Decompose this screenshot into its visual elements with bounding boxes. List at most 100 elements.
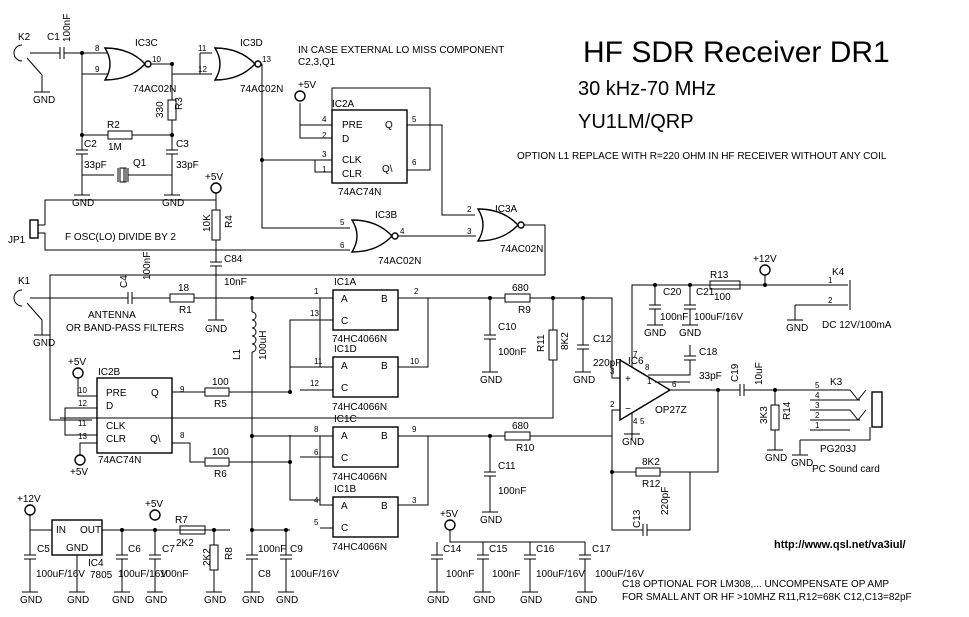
r7-value: 2K2 <box>176 538 194 549</box>
r14-resistor <box>767 390 783 451</box>
pg203j-label: PG203J <box>820 444 856 455</box>
r10-value: 680 <box>512 421 529 432</box>
k4-label: K4 <box>832 267 845 278</box>
svg-text:13: 13 <box>310 309 319 318</box>
note-option-l1: OPTION L1 REPLACE WITH R=220 OHM IN HF R… <box>517 151 887 162</box>
c18-label: C18 <box>699 347 718 358</box>
k1-antenna-connector: K1 GND <box>13 276 128 349</box>
c15-label: C15 <box>489 544 508 555</box>
c21-label: C21 <box>696 287 715 298</box>
svg-text:1: 1 <box>314 287 319 296</box>
svg-text:6: 6 <box>672 380 677 389</box>
c13-capacitor <box>642 472 691 536</box>
ic3c-nor-gate: IC3C 74AC02N 8 9 10 <box>95 38 176 95</box>
author-callsign: YU1LM/QRP <box>578 111 694 133</box>
ic4-part: 7805 <box>90 570 113 581</box>
c9-value: 100uF/16V <box>290 569 339 580</box>
svg-text:2: 2 <box>414 287 419 296</box>
svg-text:9: 9 <box>180 385 185 394</box>
c20-capacitor <box>647 285 663 326</box>
c13-value: 220pF <box>660 487 671 515</box>
gnd-c84: GND <box>205 324 227 335</box>
c1-capacitor <box>59 47 65 59</box>
svg-text:A: A <box>341 294 348 305</box>
gnd-k3: GND <box>791 458 813 469</box>
r5-value: 100 <box>212 377 229 388</box>
svg-text:1: 1 <box>322 165 327 174</box>
gnd-c2: GND <box>72 198 94 209</box>
svg-text:B: B <box>381 361 388 372</box>
svg-text:B: B <box>381 431 388 442</box>
svg-text:IN: IN <box>56 525 66 536</box>
svg-text:C: C <box>341 453 348 464</box>
svg-text:OUT: OUT <box>80 525 101 536</box>
c17-value: 100uF/16V <box>595 569 644 580</box>
ic1c-analog-switch: IC1C 74HC4066N A B C 8 9 6 <box>314 414 417 483</box>
c19-label: C19 <box>730 363 741 382</box>
svg-text:4: 4 <box>314 496 319 505</box>
frequency-range: 30 kHz-70 MHz <box>578 78 716 100</box>
vcc-5v-ic2a <box>294 90 306 102</box>
r6-value: 100 <box>212 447 229 458</box>
r7-label: R7 <box>175 515 188 526</box>
svg-text:3: 3 <box>610 367 615 376</box>
c20-label: C20 <box>663 287 682 298</box>
c2-label: C2 <box>84 139 97 150</box>
c15-value: 100nF <box>492 569 520 580</box>
schematic-title: HF SDR Receiver DR1 <box>583 36 890 69</box>
c12-value: 220pF <box>593 358 621 369</box>
c4-capacitor <box>127 292 170 304</box>
r12-label: R12 <box>642 479 661 490</box>
c20-value: 100nF <box>660 312 688 323</box>
note-c18-optional: C18 OPTIONAL FOR LM308,... UNCOMPENSATE … <box>622 579 889 590</box>
ic2b-flip-flop: IC2B 74AC74N PRE D CLK CLR Q Q\ 10 12 11… <box>78 367 185 466</box>
r8-value: 2K2 <box>202 548 213 566</box>
r1-label: R1 <box>179 305 192 316</box>
gnd-c6: GND <box>112 595 134 606</box>
ic1a-analog-switch: IC1A 74HC4066N A B C 1 2 13 <box>310 277 419 345</box>
r10-resistor <box>504 431 531 441</box>
svg-text:10: 10 <box>152 55 161 64</box>
vcc-12v-opamp <box>759 264 771 276</box>
dc-supply-label: DC 12V/100mA <box>822 320 892 331</box>
vcc-5v-ic2b-clr <box>74 454 86 466</box>
svg-text:D: D <box>342 134 349 145</box>
vcc-12v-input <box>24 504 36 516</box>
ic3d-name: IC3D <box>240 38 263 49</box>
k2-connector: K2 GND <box>13 32 60 106</box>
c3-capacitor <box>166 149 178 195</box>
svg-text:11: 11 <box>78 419 87 428</box>
gnd-c3: GND <box>162 198 184 209</box>
svg-text:6: 6 <box>340 241 345 250</box>
r3-resistor <box>167 99 177 121</box>
svg-text:7: 7 <box>633 350 638 359</box>
gnd-k4: GND <box>786 323 808 334</box>
svg-text:−: − <box>625 404 631 415</box>
svg-text:12: 12 <box>310 379 319 388</box>
ic2a-flip-flop: IC2A 74AC74N PRE D CLK CLR Q Q\ 4 2 3 1 … <box>322 99 417 198</box>
l1-inductor <box>251 298 257 530</box>
c6-capacitor <box>114 530 130 593</box>
r14-label: R14 <box>782 401 793 420</box>
svg-text:PRE: PRE <box>342 120 363 131</box>
c11-capacitor <box>482 436 498 513</box>
svg-text:B: B <box>381 501 388 512</box>
svg-text:4: 4 <box>322 115 327 124</box>
svg-text:2: 2 <box>815 411 820 420</box>
r5-label: R5 <box>214 399 227 410</box>
r10-label: R10 <box>516 443 535 454</box>
gnd-c14: GND <box>427 595 449 606</box>
l1-value: 100uH <box>258 331 269 360</box>
vcc-5v-ic2b <box>72 367 84 379</box>
c17-label: C17 <box>592 544 611 555</box>
gnd-c15: GND <box>473 595 495 606</box>
k1-gnd-label: GND <box>33 338 55 349</box>
svg-text:A: A <box>341 361 348 372</box>
gnd-c8: GND <box>242 595 264 606</box>
gnd-c5: GND <box>20 595 42 606</box>
q1-label: Q1 <box>133 158 147 169</box>
c4-label: C4 <box>119 275 130 288</box>
r13-resistor <box>709 280 741 290</box>
ic1d-analog-switch: IC1D 74HC4066N A B C 11 10 12 <box>310 344 419 413</box>
r8-label: R8 <box>224 547 235 560</box>
